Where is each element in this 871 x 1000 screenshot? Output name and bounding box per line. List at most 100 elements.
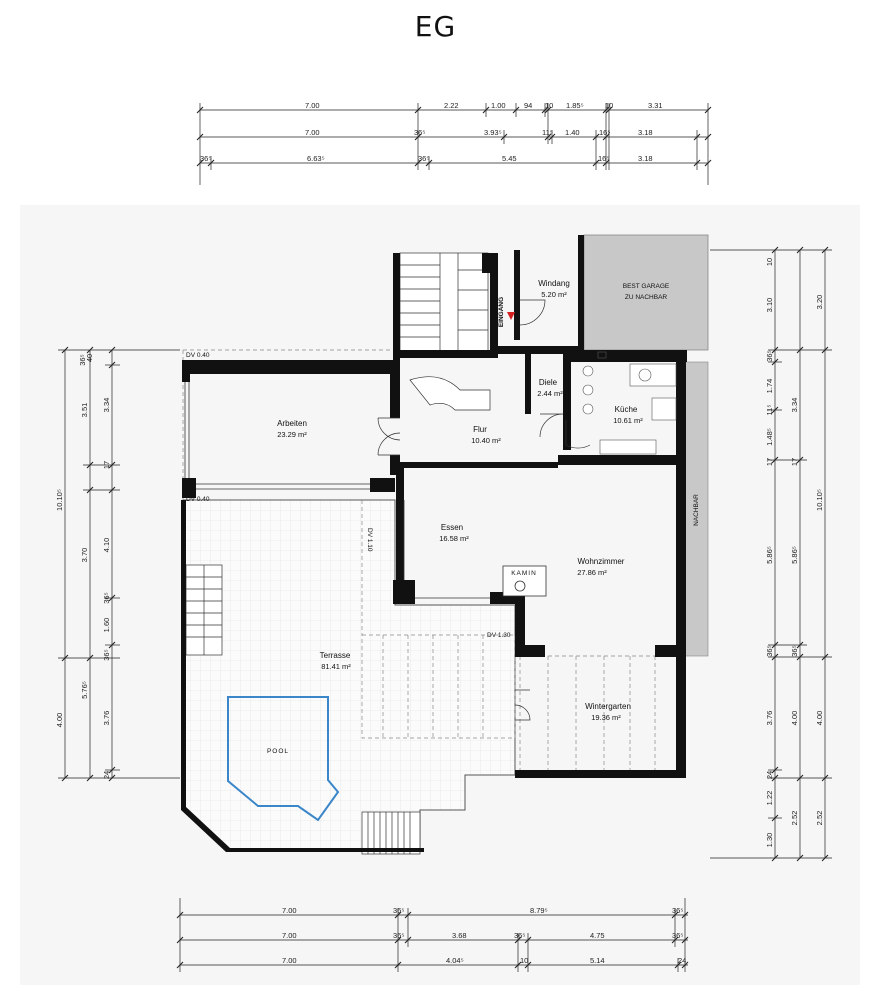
room-kueche-area: 10.61 m² <box>613 416 643 425</box>
room-terrasse-name: Terrasse <box>320 651 351 660</box>
dim-bottom3-e: 24 <box>678 956 686 965</box>
dim-right-mid-b: 17 <box>790 458 799 466</box>
floor-title: EG <box>414 10 457 43</box>
bottom-dimension-labels: 7.00 36⁵ 8.79⁵ 36⁵ 7.00 36⁵ 3.68 36⁵ 4.7… <box>282 906 686 965</box>
room-flur-area: 10.40 m² <box>471 436 501 445</box>
dim-top3-d: 5.45 <box>502 154 517 163</box>
dim-top1-h: 3.31 <box>648 101 663 110</box>
dim-top2-b: 36⁵ <box>414 128 425 137</box>
dim-top1-f: 1.85⁵ <box>566 101 584 110</box>
dim-right-inner-f: 1.48⁵ <box>765 428 774 446</box>
right-dimension-ticks <box>771 246 829 862</box>
dim-left-inner-j: 24 <box>102 771 111 779</box>
dim-right-outer-a: 3.20 <box>815 295 824 310</box>
kamin-label: KAMIN <box>511 570 537 577</box>
dim-left-inner-f: 36⁵ <box>102 592 111 603</box>
dim-right-mid-a: 3.34 <box>790 398 799 413</box>
dim-right-outer-d: 2.52 <box>815 811 824 826</box>
right-dimensions <box>710 249 832 859</box>
dim-bottom3-b: 4.04⁵ <box>446 956 464 965</box>
room-flur-name: Flur <box>473 425 487 434</box>
dim-left-inner-d: 17 <box>102 461 111 469</box>
dim-right-mid-f: 2.52 <box>790 811 799 826</box>
dim-right-outer-b: 10.10⁵ <box>815 489 824 511</box>
dim-right-mid-d: 36⁵ <box>790 645 799 656</box>
left-dimension-labels: 10.10⁵ 4.00 3.51 3.70 5.76⁵ 36⁵ 40 3.34 … <box>55 354 111 779</box>
dim-bottom3-c: 10 <box>520 956 528 965</box>
dim-top2-d: 11⁵ <box>542 128 553 137</box>
dim-left-inner-c: 3.34 <box>102 398 111 413</box>
dim-bottom2-d: 36⁵ <box>514 931 525 940</box>
room-essen-area: 16.58 m² <box>439 534 469 543</box>
dim-left-outer-b: 4.00 <box>55 713 64 728</box>
top-dimension-ticks <box>196 106 712 167</box>
dim-bottom2-e: 4.75 <box>590 931 605 940</box>
dim-top1-b: 2.22 <box>444 101 459 110</box>
top-dimensions <box>199 103 709 185</box>
windows <box>184 382 490 599</box>
room-diele-area: 2.44 m² <box>537 389 563 398</box>
dv-top-label: DV 0.40 <box>186 352 210 359</box>
dim-right-inner-c: 36⁵ <box>765 350 774 361</box>
dim-top2-g: 3.18 <box>638 128 653 137</box>
room-wintergarten-name: Wintergarten <box>585 702 631 711</box>
dim-left-inner-i: 3.76 <box>102 711 111 726</box>
dim-bottom2-b: 36⁵ <box>393 931 404 940</box>
dim-left-mid-c: 5.76⁵ <box>80 681 89 699</box>
dim-top1-c: 1.00 <box>491 101 506 110</box>
dim-bottom1-b: 36⁵ <box>393 906 404 915</box>
room-windang-name: Windang <box>538 279 570 288</box>
dim-left-inner-e: 4.10 <box>102 538 111 553</box>
room-wohnzimmer-name: Wohnzimmer <box>578 557 625 566</box>
dim-top3-a: 36⁵ <box>200 154 211 163</box>
dim-right-inner-h: 5.86⁵ <box>765 546 774 564</box>
room-essen-name: Essen <box>441 523 463 532</box>
pool-outline <box>227 696 340 822</box>
dim-bottom1-d: 36⁵ <box>672 906 683 915</box>
right-dimension-labels: 10 3.10 36⁵ 1.74 11⁵ 1.48⁵ 17 5.86⁵ 36⁵ … <box>765 258 824 847</box>
left-dimension-ticks <box>61 346 116 782</box>
room-labels: Windang 5.20 m² Diele 2.44 m² Küche 10.6… <box>277 279 643 722</box>
dim-top1-d: 94 <box>524 101 532 110</box>
dim-right-inner-i: 36⁵ <box>765 645 774 656</box>
garage-label-line1: BEST GARAGE <box>623 283 670 290</box>
dim-left-inner-g: 1.60 <box>102 618 111 633</box>
room-wohnzimmer-area: 27.86 m² <box>577 568 607 577</box>
dv-essen-label: DV 1.10 <box>366 528 373 552</box>
dim-bottom1-a: 7.00 <box>282 906 297 915</box>
pool-label: POOL <box>267 748 289 755</box>
entrance-arrow-icon <box>507 312 515 320</box>
dim-top3-c: 36⁵ <box>418 154 429 163</box>
dim-left-mid-a: 3.51 <box>80 403 89 418</box>
dim-right-outer-c: 4.00 <box>815 711 824 726</box>
top-dimension-labels: 7.00 2.22 1.00 94 10 1.85⁵ 10 3.31 7.00 … <box>200 101 663 163</box>
nachbar-label: NACHBAR <box>693 494 700 526</box>
doors <box>377 299 591 721</box>
dim-right-inner-m: 1.30 <box>765 833 774 848</box>
garage-area <box>583 234 709 351</box>
garage-label-line2: ZU NACHBAR <box>625 294 668 301</box>
dim-left-inner-h: 36⁵ <box>102 649 111 660</box>
dim-top3-f: 3.18 <box>638 154 653 163</box>
dim-bottom3-a: 7.00 <box>282 956 297 965</box>
dim-left-outer-a: 10.10⁵ <box>55 489 64 511</box>
dim-bottom3-d: 5.14 <box>590 956 605 965</box>
dim-right-inner-j: 3.76 <box>765 711 774 726</box>
dim-bottom2-a: 7.00 <box>282 931 297 940</box>
terrace-staircase-bottom <box>361 811 421 855</box>
dim-right-mid-e: 4.00 <box>790 711 799 726</box>
terrace-staircase-left <box>185 564 223 656</box>
kamin-fireplace: KAMIN <box>502 565 547 597</box>
dim-right-mid-c: 5.86⁵ <box>790 546 799 564</box>
dim-top2-f: 16⁵ <box>599 128 610 137</box>
room-wintergarten-area: 19.36 m² <box>591 713 621 722</box>
dim-right-inner-b: 3.10 <box>765 298 774 313</box>
dim-right-inner-l: 1.22 <box>765 791 774 806</box>
dim-bottom1-c: 8.79⁵ <box>530 906 548 915</box>
dim-top1-g: 10 <box>605 101 613 110</box>
dv-mid-label: DV 0.40 <box>186 496 210 503</box>
dim-top2-c: 3.93⁵ <box>484 128 502 137</box>
room-diele-name: Diele <box>539 378 558 387</box>
dim-right-inner-a: 10 <box>765 258 774 266</box>
